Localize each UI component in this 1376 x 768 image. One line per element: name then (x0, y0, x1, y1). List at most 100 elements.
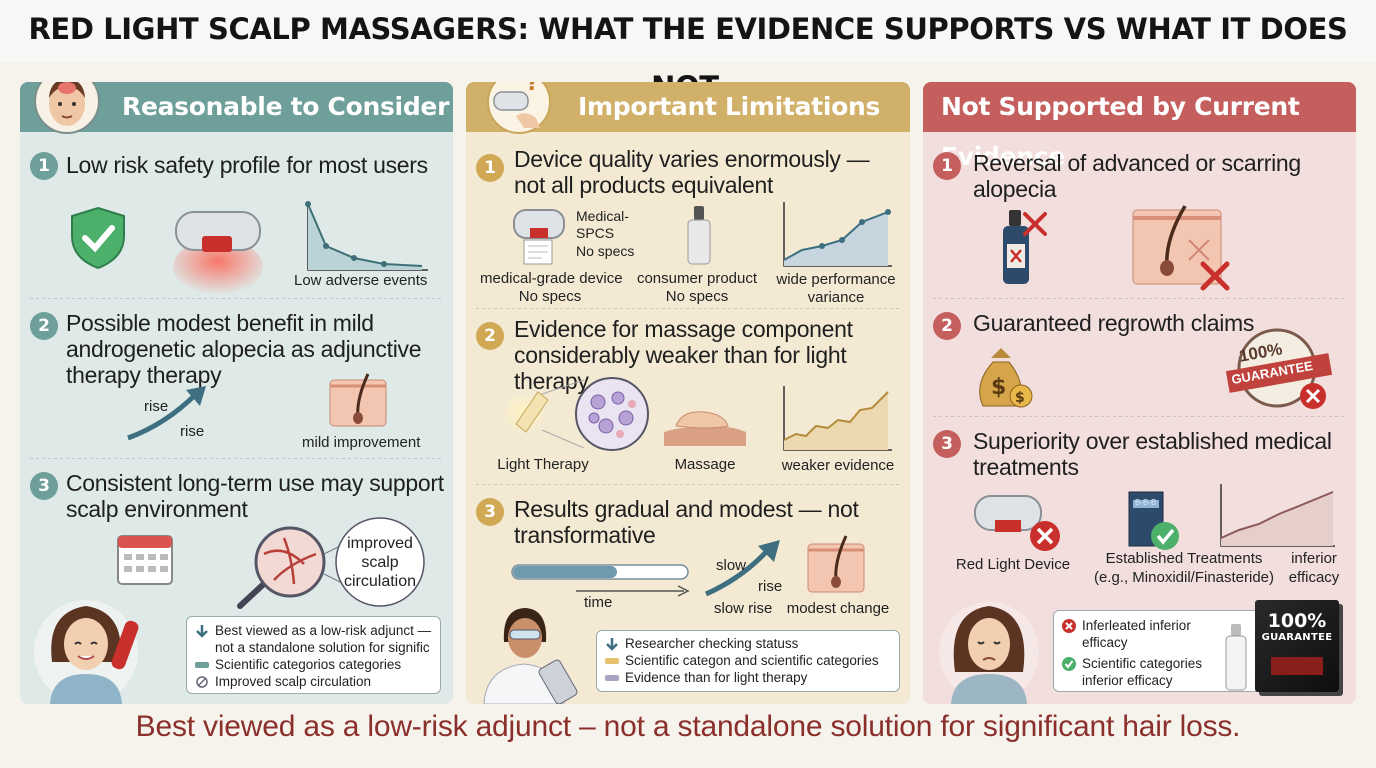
legend-row: Scientific categories inferior efficacy (1062, 655, 1284, 689)
legend-box: Inferleated inferior efficacy Scientific… (1053, 610, 1293, 692)
divider (30, 298, 443, 299)
device-label: Medical- (576, 208, 629, 224)
caption: variance (807, 289, 865, 306)
red-light-device-icon (173, 211, 263, 295)
legend-text: Scientific categon and scientific catego… (625, 653, 879, 668)
legend-text: Researcher checking statuss (625, 636, 799, 651)
panel-reasonable: Reasonable to Consider 1 Low risk safety… (20, 82, 453, 704)
caption: Low adverse events (294, 272, 428, 289)
legend-text: Inferleated inferior efficacy (1082, 618, 1191, 650)
serum-bottle-x-icon (1003, 210, 1047, 284)
caption: rise (180, 423, 205, 440)
divider (476, 308, 900, 309)
time-progress-bar (511, 564, 689, 580)
panel-limitations: Important Limitations ? 1 Device quality… (466, 82, 910, 704)
item-text: Low risk safety profile for most users (66, 152, 428, 178)
item-number: 1 (933, 152, 961, 180)
item-text: Guaranteed regrowth claims (973, 310, 1255, 336)
circulation-icon (196, 676, 208, 688)
massage-hand-icon (664, 411, 746, 446)
legend-text: Improved scalp circulation (215, 674, 372, 689)
slow-rise-arrow-icon (704, 540, 780, 597)
guarantee-box: 100% GUARANTEE (1255, 600, 1339, 692)
caption: wide performance (776, 271, 896, 288)
footer-note: Best viewed as a low-risk adjunct – not … (135, 710, 1241, 743)
svg-text:$: $ (991, 375, 1006, 400)
divider (476, 484, 900, 485)
svg-text:?: ? (526, 82, 539, 96)
lavender-swatch (605, 675, 619, 681)
caption: slow rise (714, 600, 773, 617)
item-number: 1 (476, 154, 504, 182)
researcher-avatar-icon (483, 608, 578, 704)
money-bag-icon: $ $ (979, 348, 1033, 408)
legend-box: Best viewed as a low-risk adjunct — not … (186, 616, 441, 694)
caption: Massage (674, 456, 736, 473)
caption: Light Therapy (497, 456, 589, 473)
item-number: 2 (476, 322, 504, 350)
legend-box: Researcher checking statuss Scientific c… (596, 630, 900, 692)
caption: medical-grade device (480, 270, 623, 287)
shield-check-icon (71, 206, 125, 270)
item-text: Evidence for massage component considera… (514, 316, 853, 394)
caption: Established Treatments (1105, 550, 1263, 567)
caption: inferior (1291, 550, 1337, 567)
item-text: Reversal of advanced or scarring alopeci… (973, 150, 1301, 202)
caption: Red Light Device (955, 556, 1071, 573)
rising-arrow-icon (127, 386, 206, 441)
performance-chart-icon (783, 202, 892, 267)
medicine-box-check-icon (1128, 491, 1179, 550)
item-number: 3 (476, 498, 504, 526)
inferior-efficacy-chart-icon (1220, 484, 1335, 547)
device-question-avatar-icon: ? (487, 82, 551, 134)
item-text: Consistent long-term use may support sca… (66, 470, 444, 522)
legend-row: Best viewed as a low-risk adjunct — not … (195, 622, 432, 656)
item-text: Superiority over established medical tre… (973, 428, 1332, 480)
guarantee-badge-icon (1225, 328, 1333, 409)
dropper-bottle-icon (687, 206, 711, 265)
item-text: Results gradual and modest — not transfo… (514, 496, 859, 548)
woman-brushing-avatar-icon (34, 600, 139, 704)
divider (933, 416, 1346, 417)
caption: rise (758, 578, 783, 595)
sad-woman-avatar-icon (939, 602, 1039, 704)
medical-device-icon (513, 209, 565, 265)
caption: improved scalp circulation (343, 535, 417, 590)
adverse-events-chart-icon (305, 201, 428, 271)
item-number: 3 (933, 430, 961, 458)
legend-row: Scientific categon and scientific catego… (605, 652, 891, 669)
light-therapy-cells-icon (502, 377, 649, 451)
legend-text: Best viewed as a low-risk adjunct — not … (215, 623, 432, 655)
item-text: Device quality varies enormously — not a… (514, 146, 870, 198)
panel-not-supported: Not Supported by Current Evidence 1 Reve… (923, 82, 1356, 704)
magnifier-circulation-icon (237, 517, 425, 609)
box-label: GUARANTEE (1261, 632, 1333, 643)
item-text: Possible modest benefit in mild androgen… (66, 310, 422, 388)
item-number: 1 (30, 152, 58, 180)
caption: No specs (518, 288, 582, 305)
panel-header: Not Supported by Current Evidence (923, 82, 1356, 171)
caption: efficacy (1288, 569, 1340, 586)
box-label: B-B-B (1135, 498, 1157, 507)
check-circle-icon (1062, 657, 1076, 671)
box-percent: 100% (1267, 610, 1327, 632)
time-arrow-icon (576, 585, 690, 597)
divider (30, 458, 443, 459)
box-stripe (1271, 657, 1323, 675)
legend-text: Evidence than for light therapy (625, 670, 808, 685)
device-label: No specs (576, 243, 635, 259)
caption: modest change (786, 600, 890, 617)
legend-row: Scientific categorios categories (195, 656, 432, 673)
item-number: 2 (30, 312, 58, 340)
caption: (e.g., Minoxidil/Finasteride) (1093, 569, 1275, 586)
item-number: 3 (30, 472, 58, 500)
caption: rise (144, 398, 169, 415)
legend-row: Evidence than for light therapy (605, 669, 891, 686)
page-title: RED LIGHT SCALP MASSAGERS: WHAT THE EVID… (0, 0, 1376, 104)
man-avatar-icon (34, 82, 100, 134)
legend-row: Researcher checking statuss (605, 635, 891, 652)
divider (933, 298, 1346, 299)
gold-swatch (605, 658, 619, 664)
x-circle-icon (1062, 619, 1076, 633)
legend-text: Scientific categories inferior efficacy (1082, 656, 1203, 688)
